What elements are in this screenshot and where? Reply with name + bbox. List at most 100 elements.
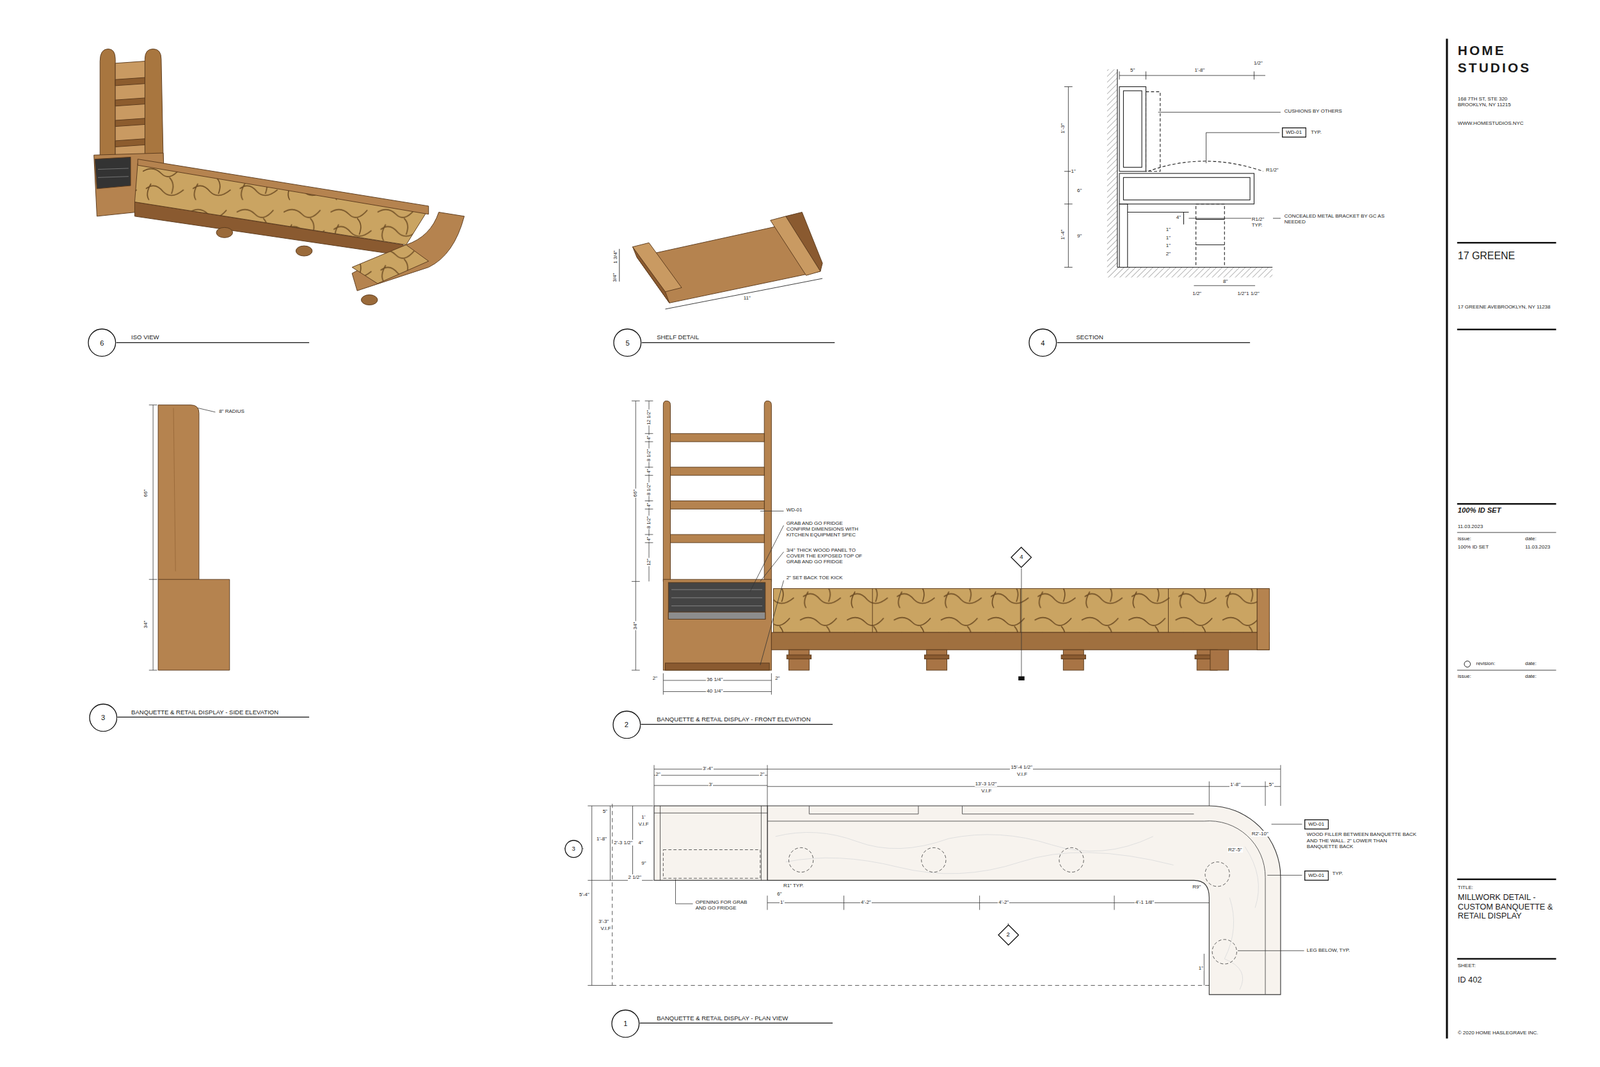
label: 34" [142, 620, 149, 630]
label: WWW.HOMESTUDIOS.NYC [1457, 120, 1525, 127]
node-text: 4 [1019, 553, 1023, 561]
callout-circle: 1 [611, 1009, 640, 1039]
callout-circle: 2 [612, 710, 642, 740]
node-shape [1011, 547, 1032, 568]
label: 100% ID SET [1457, 544, 1490, 550]
label: 1/2" [1253, 60, 1264, 66]
label: MILLWORK DETAIL - CUSTOM BANQUETTE & RET… [1457, 892, 1561, 921]
label: R1/2" TYP. [1251, 216, 1273, 228]
label: 5" [1129, 67, 1136, 73]
node-shape [89, 704, 118, 732]
label: 12 1/2" [646, 409, 652, 426]
node-shape [611, 1009, 640, 1038]
label: BANQUETTE & RETAIL DISPLAY - PLAN VIEW [656, 1014, 789, 1022]
node-text: 2 [1006, 931, 1010, 939]
label: R9" [1191, 883, 1202, 890]
section-marker: 4 [1010, 546, 1032, 568]
label: R1/2" [1265, 167, 1280, 173]
label: 34" [632, 621, 639, 631]
label: V.I.F [600, 925, 612, 932]
label: 3' [708, 781, 714, 788]
label: 1" [1165, 234, 1172, 241]
label: 1'-3" [1060, 122, 1067, 135]
label: TYP. [1310, 129, 1323, 136]
label: 3/4" [612, 272, 619, 283]
label: 1' [779, 899, 785, 905]
label: WD-01 [785, 506, 804, 513]
label: 3/4" THICK WOOD PANEL TO COVER THE EXPOS… [785, 547, 865, 565]
label: 2" [774, 675, 781, 681]
label: date: [1524, 660, 1538, 667]
label: 3'-4" [702, 765, 714, 772]
label: HOME [1457, 42, 1507, 59]
label: 1'-8" [1229, 781, 1241, 788]
label: date: [1524, 673, 1538, 680]
label: 15'-4 1/2" [1009, 764, 1033, 770]
label: 2" SET BACK TOE KICK [785, 574, 844, 581]
label: 17 GREENE [1457, 250, 1516, 262]
side-elevation [149, 405, 230, 671]
label: 11.03.2023 [1524, 544, 1551, 550]
label: 1'-8" [595, 835, 608, 842]
material-tag: WD-01 [1304, 819, 1329, 830]
label: LEG BELOW, TYP. [1306, 947, 1351, 953]
label: 8" RADIUS [218, 408, 246, 415]
node-text: 5 [625, 339, 630, 347]
label: 8 1/2" [646, 481, 652, 496]
node-shape [1304, 819, 1328, 829]
callout-circle: 4 [1028, 328, 1058, 358]
label: TYP. [1331, 870, 1344, 877]
label: date: [1524, 535, 1538, 542]
iso-view [94, 48, 465, 305]
label: 5" [1268, 781, 1275, 788]
label: 2'-3 1/2" [613, 839, 633, 846]
label: 4" [1175, 214, 1182, 221]
front-elevation [631, 400, 1270, 695]
label: 4" [646, 535, 652, 542]
label: V.I.F [1016, 771, 1028, 777]
node-text: WD-01 [1308, 821, 1325, 828]
label: CONCEALED METAL BRACKET BY GC AS NEEDED [1283, 213, 1387, 225]
label: 2" [1165, 250, 1172, 257]
label: ID 402 [1457, 975, 1483, 985]
label: 1" [1165, 226, 1172, 233]
shelf-detail [619, 211, 823, 309]
label: ISO VIEW [130, 333, 160, 341]
node-shape [1281, 128, 1306, 137]
node-text: 4 [1040, 339, 1045, 347]
view-title-lines [116, 342, 1250, 1023]
label: 11" [743, 295, 752, 301]
label: BANQUETTE & RETAIL DISPLAY - SIDE ELEVAT… [130, 708, 280, 716]
label: 4" [646, 435, 652, 441]
label: 12" [646, 558, 652, 567]
label: 1" [1198, 965, 1204, 971]
material-tag: WD-01 [1304, 870, 1329, 881]
label: V.I.F [637, 821, 649, 827]
node-shape [613, 711, 641, 739]
label: R2'-5" [1227, 846, 1243, 853]
node-shape [998, 924, 1019, 945]
label: GRAB AND GO FRIDGE CONFIRM DIMENSIONS WI… [785, 520, 861, 538]
material-tag: WD-01 [1281, 127, 1307, 138]
node-shape [88, 328, 116, 357]
label: 4" [646, 502, 652, 509]
label: 1/2"1 1/2" [1236, 290, 1260, 297]
label: issue: [1457, 673, 1472, 680]
node-text: 6 [99, 339, 104, 347]
label: 6" [1076, 187, 1083, 194]
label: OPENING FOR GRAB AND GO FRIDGE [695, 899, 760, 911]
label: R1" TYP. [782, 882, 805, 889]
label: 13'-3 1/2" [974, 780, 998, 787]
label: 17 GREENE AVEBROOKLYN, NY 11238 [1457, 304, 1556, 310]
node-text: WD-01 [1285, 129, 1302, 136]
label: 8 1/2" [646, 448, 652, 463]
label: 11.03.2023 [1457, 523, 1484, 530]
node-text: 3 [101, 713, 105, 722]
label: 2 1/2" [627, 874, 643, 880]
node-text: 1 [623, 1019, 628, 1028]
label: 4'-2" [860, 899, 872, 905]
node-shape [613, 328, 642, 357]
label: 66" [142, 488, 149, 498]
label: 9" [1076, 232, 1083, 239]
